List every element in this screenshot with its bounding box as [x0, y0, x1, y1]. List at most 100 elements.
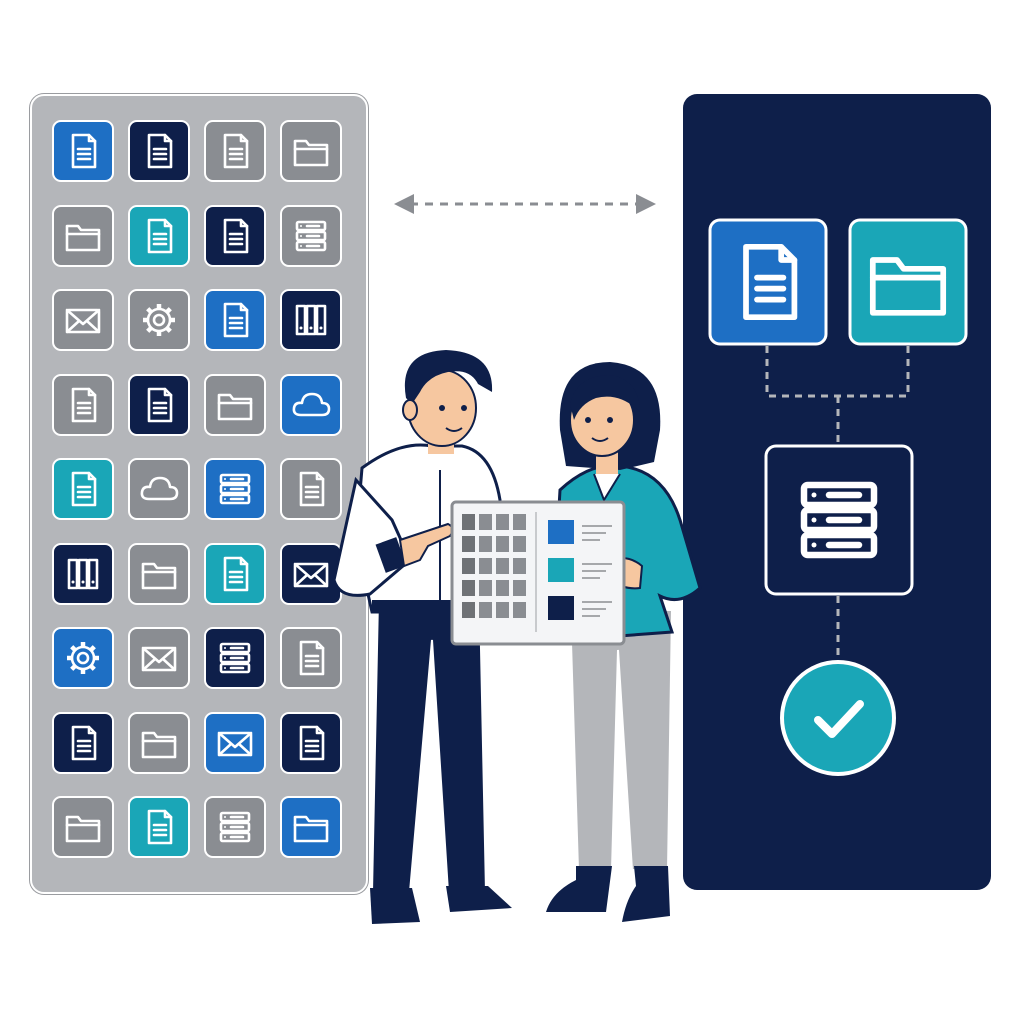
board-cell [496, 602, 509, 618]
grid-tile-folder-icon [128, 542, 190, 605]
server-icon [219, 811, 251, 843]
document-icon [147, 218, 173, 253]
data-board [450, 500, 626, 646]
document-icon [223, 133, 249, 169]
board-cell [479, 580, 492, 596]
grid-tile-server-icon [204, 627, 266, 689]
grid-tile-folder-icon [280, 796, 342, 858]
flow-folder-tile [848, 218, 968, 346]
document-icon [71, 387, 97, 422]
binders-icon [67, 558, 99, 589]
folder-icon [293, 139, 329, 167]
grid-tile-document-icon [280, 627, 342, 689]
grid-tile-folder-icon [128, 711, 190, 774]
flow-document-tile [708, 218, 828, 346]
legend-swatch [548, 596, 574, 620]
grid-tile-folder-icon [52, 204, 114, 267]
board-cell [513, 536, 526, 552]
mail-icon [293, 562, 329, 587]
document-icon [71, 725, 97, 760]
document-icon [71, 471, 97, 507]
server-icon [219, 473, 251, 505]
board-cell [479, 602, 492, 618]
cloud-icon [292, 392, 331, 416]
grid-tile-document-icon [52, 458, 114, 520]
cloud-icon [140, 476, 179, 501]
grid-tile-document-icon [52, 373, 114, 436]
legend-swatch [548, 520, 574, 544]
board-cell [496, 558, 509, 574]
folder-icon [141, 562, 177, 589]
document-icon [147, 387, 173, 422]
document-icon [223, 556, 249, 591]
grid-tile-folder-icon [280, 120, 342, 182]
board-cell [479, 558, 492, 574]
board-cell [462, 602, 475, 618]
grid-tile-document-icon [280, 458, 342, 520]
grid-tile-document-icon [128, 796, 190, 858]
folder-icon [293, 815, 329, 843]
grid-tile-server-icon [204, 458, 266, 520]
document-icon [147, 809, 173, 845]
folder-icon [217, 393, 253, 420]
board-cell [479, 536, 492, 552]
board-cell [513, 602, 526, 618]
mail-icon [217, 731, 253, 756]
document-icon [147, 133, 173, 169]
grid-tile-document-icon [128, 120, 190, 182]
board-cell [496, 514, 509, 530]
gear-icon [67, 642, 99, 674]
grid-tile-mail-icon [128, 627, 190, 689]
legend-swatch [548, 558, 574, 582]
board-cell [462, 514, 475, 530]
mail-icon [141, 646, 177, 672]
board-cell [479, 514, 492, 530]
grid-tile-folder-icon [204, 373, 266, 436]
board-cell [513, 514, 526, 530]
grid-tile-mail-icon [52, 289, 114, 351]
grid-tile-cloud-icon [128, 458, 190, 520]
document-icon [71, 133, 97, 169]
grid-tile-document-icon [204, 204, 266, 267]
board-cell [462, 580, 475, 596]
grid-tile-binders-icon [52, 542, 114, 605]
server-icon [295, 220, 327, 251]
check-icon [780, 660, 896, 776]
grid-tile-document-icon [204, 289, 266, 351]
flow-connectors [765, 346, 910, 660]
board-cell [496, 536, 509, 552]
document-icon [299, 725, 325, 760]
grid-tile-gear-icon [52, 627, 114, 689]
grid-tile-binders-icon [280, 289, 342, 351]
binders-icon [295, 304, 327, 336]
board-cell [513, 558, 526, 574]
grid-tile-mail-icon [204, 711, 266, 774]
folder-icon [65, 815, 101, 843]
board-cell [462, 558, 475, 574]
document-icon [223, 218, 249, 253]
grid-tile-cloud-icon [280, 373, 342, 436]
grid-tile-gear-icon [128, 289, 190, 351]
board-legend [548, 520, 612, 620]
board-cell [462, 536, 475, 552]
folder-icon [65, 224, 101, 251]
grid-tile-document-icon [204, 542, 266, 605]
grid-tile-document-icon [128, 373, 190, 436]
document-icon [299, 471, 325, 507]
folder-icon [141, 731, 177, 758]
server-icon [219, 642, 251, 674]
board-grid [462, 514, 526, 618]
document-icon [299, 640, 325, 676]
document-icon [223, 302, 249, 338]
grid-tile-folder-icon [52, 796, 114, 858]
grid-tile-document-icon [52, 120, 114, 182]
board-cell [496, 580, 509, 596]
mail-icon [65, 308, 101, 334]
grid-tile-document-icon [280, 711, 342, 774]
gear-icon [143, 304, 175, 336]
grid-tile-document-icon [204, 120, 266, 182]
